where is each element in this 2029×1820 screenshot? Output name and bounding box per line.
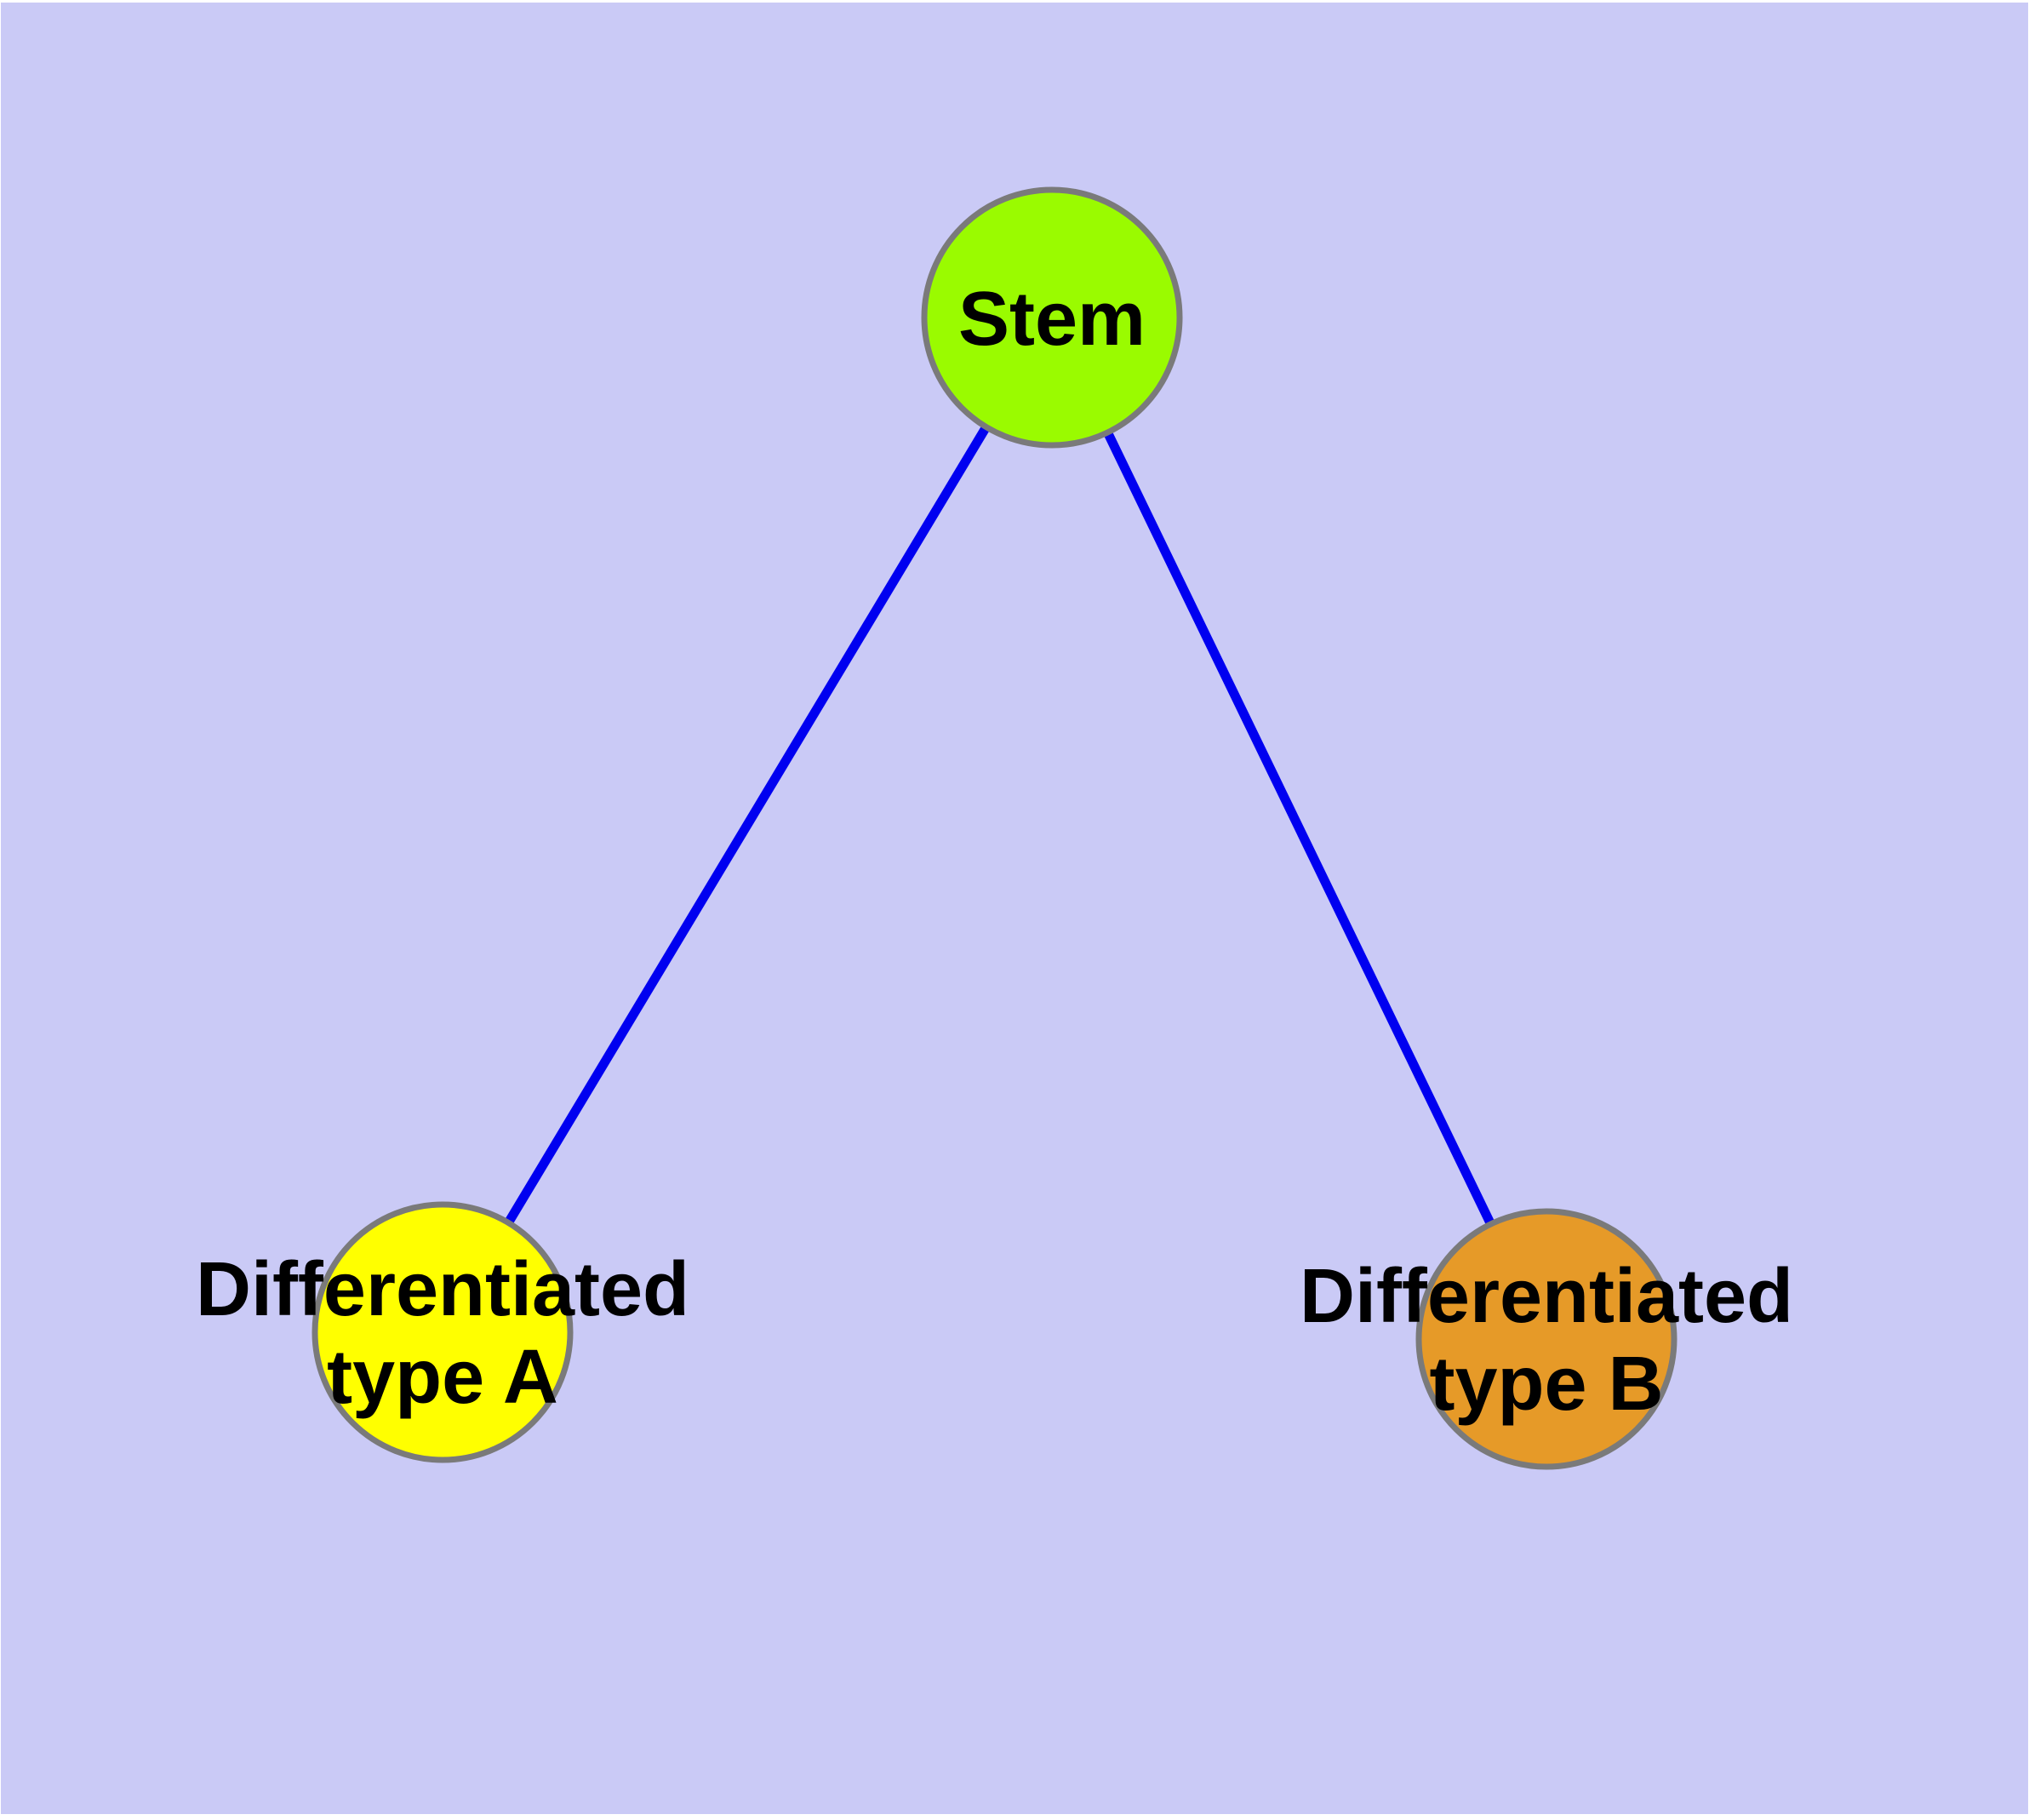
node-type-b-label-line1: Differentiated <box>1300 1254 1793 1339</box>
node-type-a-circle <box>311 1201 574 1463</box>
node-stem-circle <box>921 186 1183 449</box>
edge-group <box>438 315 1551 1342</box>
node-stem: Stem <box>921 186 1183 449</box>
node-type-b-circle <box>1415 1208 1677 1470</box>
edge-stem-to-type-a <box>438 315 1056 1335</box>
edge-stem-to-type-b <box>1048 315 1551 1342</box>
node-type-b: Differentiated type B <box>1300 1208 1793 1470</box>
node-type-a-label-line1: Differentiated <box>196 1247 689 1332</box>
node-type-b-label-line2: type B <box>1429 1342 1663 1427</box>
node-type-a-label-line2: type A <box>327 1335 558 1420</box>
node-type-a: Differentiated type A <box>196 1201 689 1463</box>
node-stem-label: Stem <box>958 277 1146 362</box>
